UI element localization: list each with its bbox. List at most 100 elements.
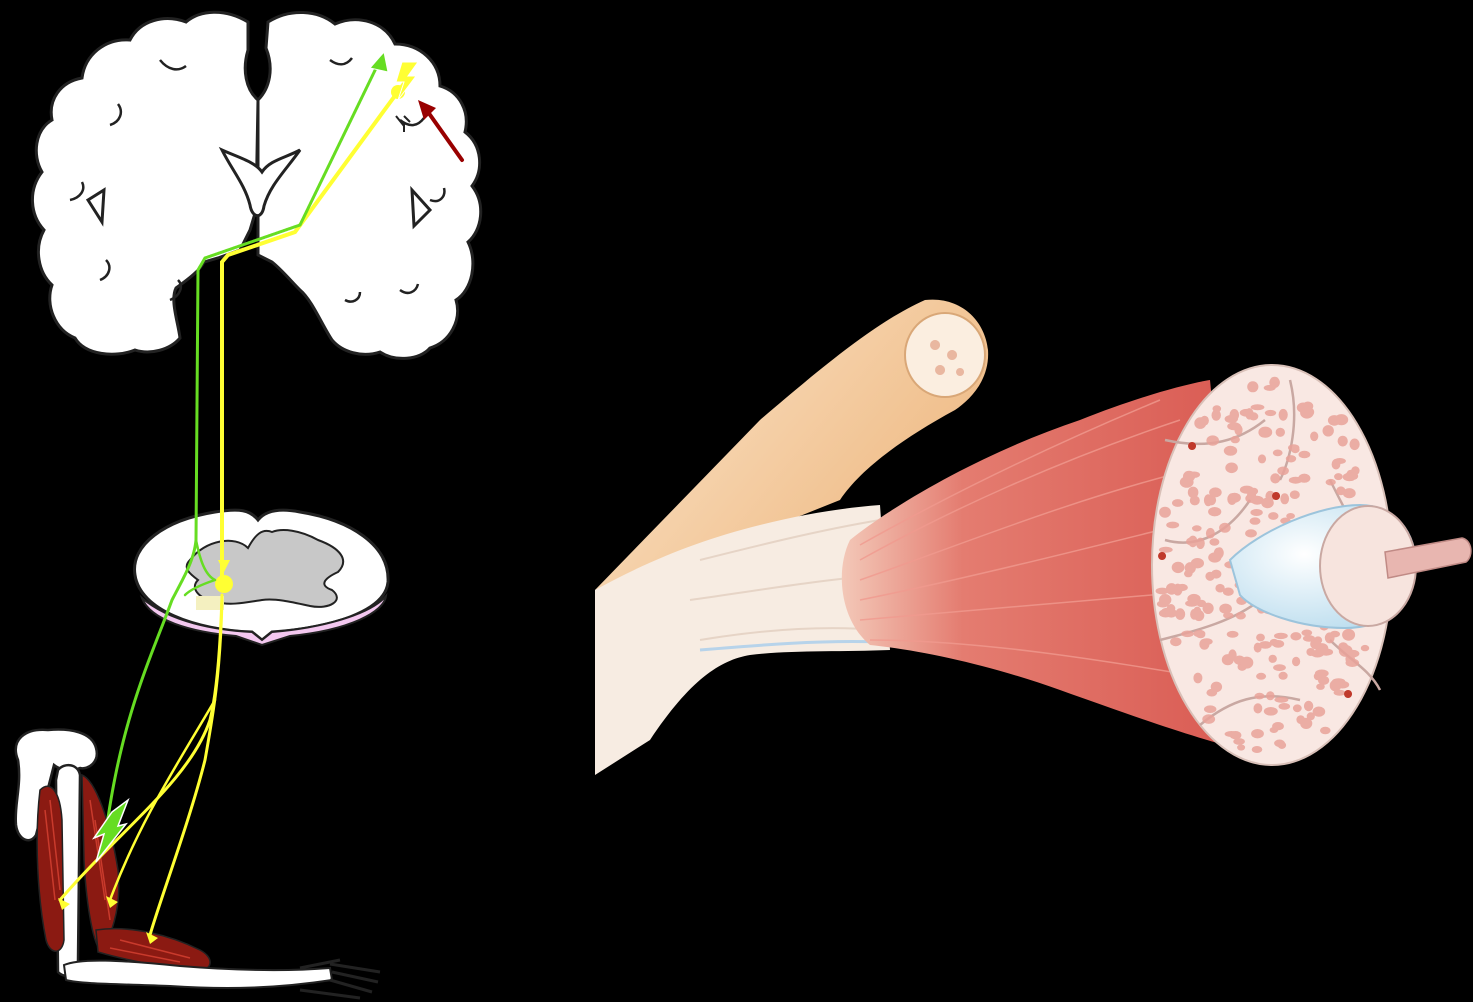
muscle-fibre-dot (1256, 634, 1265, 642)
muscle-fibre-dot (1222, 654, 1234, 665)
muscle-fibre-dot (1320, 727, 1331, 734)
muscle-fibre-dot (1205, 572, 1214, 581)
muscle-fibre-dot (1336, 486, 1345, 495)
muscle-fibre-dot (1252, 746, 1263, 753)
right-hemisphere (258, 12, 481, 358)
muscle-fibre-dot (1290, 632, 1301, 640)
muscle-fibre-dot (1265, 410, 1276, 416)
muscle-fibre-dot (1279, 672, 1288, 680)
muscle-fibre-dot (1166, 583, 1177, 595)
muscle-fibre-dot (1303, 635, 1315, 642)
muscle-fibre-dot (1264, 385, 1276, 391)
muscle-fibre-dot (1172, 562, 1185, 573)
muscle-fibre-dot (1326, 479, 1336, 486)
yellow-tract-cord-to-forearm (150, 600, 222, 935)
muscle-fibre-dot (1332, 459, 1341, 470)
muscle-fibre-dot (1304, 701, 1313, 711)
muscle-fibre-dot (1215, 584, 1224, 593)
muscle-fibre-dot (1278, 742, 1286, 749)
muscle-fibre-dot (1192, 525, 1202, 531)
muscle-fibre-dot (1219, 604, 1232, 614)
muscle-fibre-dot (1247, 381, 1258, 392)
spinal-grey-yellow-highlight (196, 596, 224, 610)
muscle-fibre-dot (1190, 609, 1198, 620)
muscle-fibre-dot (1208, 507, 1221, 516)
muscle-fibre-dot (1301, 630, 1312, 637)
muscle-fibre-dot (1211, 682, 1222, 693)
muscle-fibre-dot (1251, 729, 1264, 738)
muscle-fibre-dot (1208, 552, 1221, 562)
bone-end-cross-section (905, 313, 985, 397)
muscle-fibre-dot (1316, 684, 1325, 690)
muscle-fibre-dot (1193, 673, 1202, 684)
muscle-fibre-dot (1299, 451, 1311, 459)
muscle-fibre-dot (1250, 509, 1262, 516)
muscle-fibre-dot (1256, 673, 1266, 680)
muscle-fibre-dot (1245, 408, 1253, 419)
muscle-fibre-dot (1213, 405, 1222, 412)
muscle-fibre-dot (1240, 657, 1253, 669)
muscle-fibre-dot (1268, 512, 1278, 520)
muscle-fibre-dot (1279, 409, 1288, 421)
arm-with-muscles (16, 730, 380, 998)
muscle-fibre-dot (1292, 657, 1300, 667)
muscle-fibre-dot (1196, 538, 1205, 549)
muscle-fibre-dot (1293, 704, 1302, 712)
muscle-fibre-dot (1224, 446, 1237, 456)
muscle-fibre-dot (1188, 487, 1199, 499)
muscle-fibre-dot (1183, 471, 1195, 482)
muscle-fibre-dot (1310, 432, 1318, 442)
muscle-fibre-dot (1204, 705, 1216, 713)
muscle-fibre-dot (1199, 639, 1209, 650)
muscle-fibre-dot (1181, 631, 1194, 638)
biceps-muscle (82, 775, 119, 950)
muscle-fibre-dot (1202, 714, 1215, 724)
muscle-fibre-dot (1259, 641, 1272, 649)
muscle-fibre-dot (1346, 659, 1360, 667)
spinal-cord-cross-section (135, 510, 389, 645)
muscle-fibre-dot (1170, 637, 1181, 646)
muscle-fibre-dot (1274, 633, 1288, 639)
muscle-fibre-dot (1227, 631, 1239, 638)
muscle-fibre-dot (1254, 703, 1263, 713)
muscle-fibre-dot (1258, 427, 1272, 438)
muscle-fibre-dot (1300, 407, 1314, 419)
muscle-fibre-dot (1188, 536, 1197, 548)
muscle-fibre-dot (1187, 594, 1200, 604)
muscle-fibre-dot (1177, 584, 1188, 591)
muscle-fibre-dot (1289, 477, 1303, 484)
muscle-fibre-dot (1315, 670, 1329, 678)
muscle-fibre-dot (1311, 650, 1324, 658)
muscle-fibre-dot (1313, 707, 1326, 717)
muscle-fibre-dot (1264, 707, 1278, 716)
yellow-cord-neuron (215, 575, 233, 593)
muscle-fibre-dot (1159, 594, 1171, 606)
muscle-fibre-dot (1347, 650, 1359, 657)
muscle-fibre-dot (1231, 436, 1240, 443)
muscle-fibre-dot (1361, 645, 1369, 651)
muscle-fibre-dot (1277, 467, 1289, 476)
muscle-fibre-dot (1237, 744, 1245, 750)
muscle-fibre-dot (1269, 655, 1277, 663)
muscle-fibre-dot (1225, 415, 1238, 423)
muscle-fibre-dot (1209, 538, 1219, 545)
muscle-fibre-dot (1270, 473, 1280, 483)
left-hemisphere (32, 12, 258, 354)
muscle-fibre-dot (1159, 547, 1173, 553)
muscle-fibre-dot (1203, 603, 1214, 614)
muscle-fibre-dot (1334, 473, 1343, 480)
muscle-fibre-dot (1250, 517, 1261, 524)
muscle-fibre-dot (1258, 454, 1266, 463)
muscle-fibre-dot (1290, 490, 1300, 499)
muscle-fibre-dot (1330, 631, 1340, 638)
muscle-fibre-dot (1240, 486, 1254, 494)
muscle-fibre-dot (1266, 691, 1275, 700)
muscle-fibre-dot (1323, 425, 1334, 436)
muscle-fibre-dot (1159, 507, 1171, 518)
muscle-fibre-dot (1261, 498, 1274, 509)
muscle-fibre-dot (1166, 522, 1179, 529)
muscle-fibre-dot (1273, 664, 1286, 671)
muscle-fibre-dot (1330, 680, 1342, 692)
muscle-fibre-dot (1162, 608, 1174, 614)
